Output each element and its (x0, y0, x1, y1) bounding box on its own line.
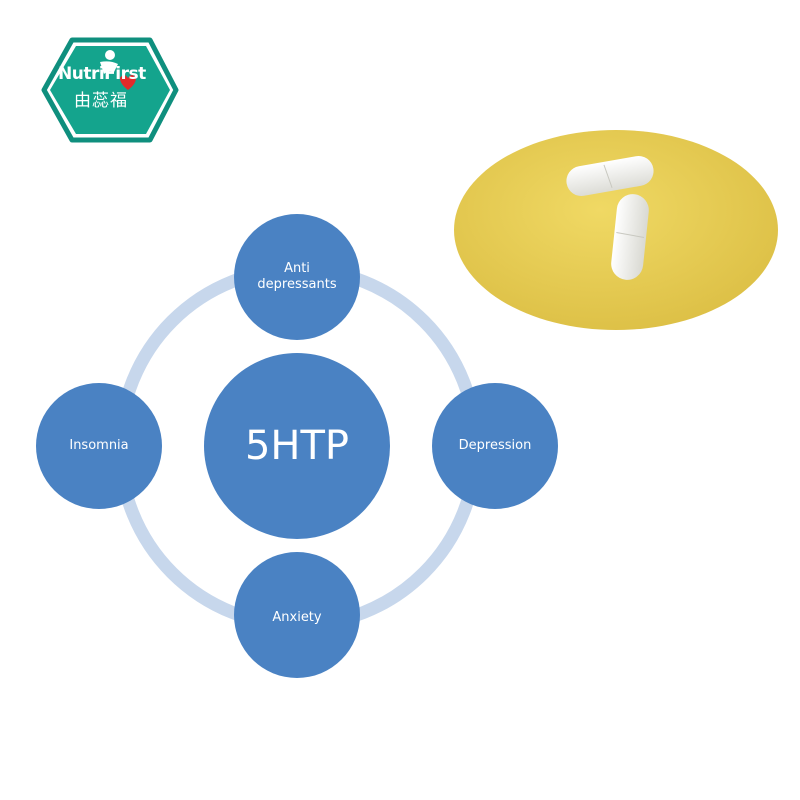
logo-wordmark: NutriFirst (58, 64, 146, 84)
node-right (432, 383, 558, 509)
node-right-label: Depression (458, 437, 532, 453)
node-bottom-label: Anxiety (272, 609, 322, 625)
logo-heart-icon (120, 75, 136, 90)
logo-badge-fill (50, 46, 170, 134)
capsule-horizontal (566, 155, 654, 197)
logo-figure-head (105, 50, 115, 60)
capsule-vertical (611, 194, 649, 280)
node-left (36, 383, 162, 509)
center-node (204, 353, 390, 539)
logo-figure-body (100, 61, 118, 74)
node-bottom (234, 552, 360, 678)
center-label: 5HTP (244, 423, 350, 469)
node-left-label: Insomnia (69, 437, 129, 453)
node-top (234, 214, 360, 340)
logo-chinese-name: 由蕊福 (74, 91, 128, 111)
node-top-label: Anti depressants (257, 260, 337, 292)
